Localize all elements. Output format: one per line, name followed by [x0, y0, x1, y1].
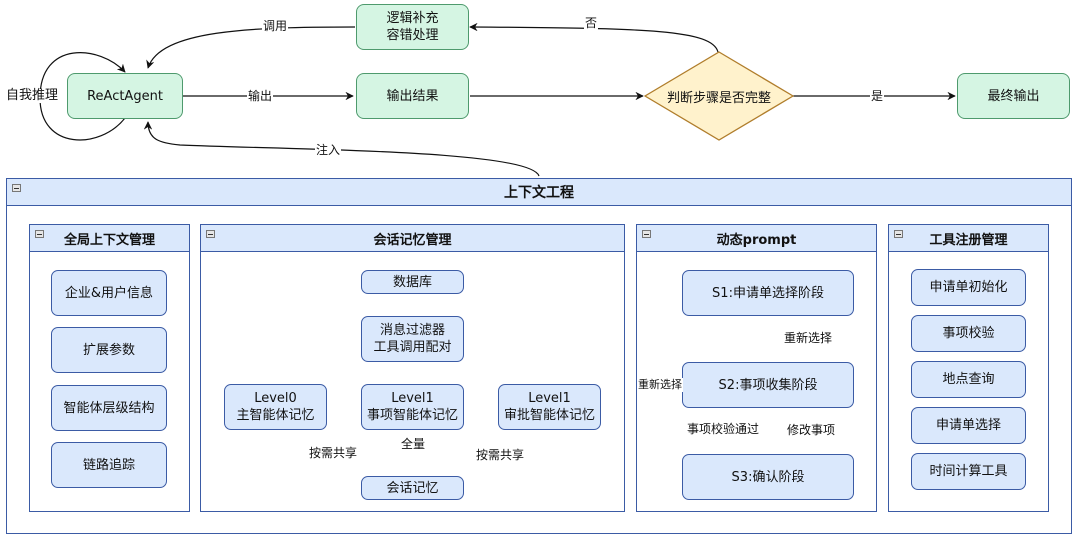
level1-item-node[interactable]: Level1 事项智能体记忆 [361, 384, 464, 430]
react-agent-node[interactable]: ReActAgent [67, 73, 183, 119]
s1-label: S1:申请单选择阶段 [712, 285, 824, 301]
context-engineering-header: 上下文工程 [7, 179, 1071, 206]
global-item[interactable]: 企业&用户信息 [51, 270, 167, 316]
decision-diamond[interactable] [644, 51, 794, 141]
dynamic-prompt-header: 动态prompt [637, 225, 876, 252]
no-label: 否 [584, 16, 599, 30]
verified-label: 事项校验通过 [686, 422, 761, 436]
collapse-icon[interactable] [35, 230, 44, 238]
tool-item[interactable]: 时间计算工具 [911, 453, 1026, 490]
tool-registry-title: 工具注册管理 [929, 232, 1008, 248]
yes-label: 是 [870, 89, 885, 103]
tool-item[interactable]: 地点查询 [911, 361, 1026, 398]
tool-item-label: 地点查询 [942, 372, 995, 387]
reselect-right-label: 重新选择 [783, 331, 834, 345]
reselect-left-label: 重新选择 [637, 378, 683, 392]
output-edge-label: 输出 [247, 89, 274, 103]
filter-label: 消息过滤器 工具调用配对 [373, 323, 452, 355]
inject-edge [143, 121, 540, 177]
tool-item[interactable]: 申请单初始化 [911, 269, 1026, 306]
decision-label: 判断步骤是否完整 [666, 90, 771, 106]
filter-node[interactable]: 消息过滤器 工具调用配对 [361, 316, 464, 362]
collapse-icon[interactable] [642, 230, 651, 238]
invoke-edge [146, 26, 356, 69]
fallback-node[interactable]: 逻辑补充 容错处理 [356, 4, 469, 50]
session-memory-header: 会话记忆管理 [201, 225, 624, 252]
global-item-label: 链路追踪 [82, 457, 135, 473]
tool-item-label: 申请单初始化 [929, 280, 1008, 295]
global-item-label: 企业&用户信息 [64, 285, 154, 301]
inject-label: 注入 [315, 143, 342, 157]
s3-node[interactable]: S3:确认阶段 [682, 454, 854, 500]
session-memory-title: 会话记忆管理 [373, 232, 452, 248]
level0-label: Level0 主智能体记忆 [236, 391, 315, 423]
global-item[interactable]: 扩展参数 [51, 327, 167, 373]
global-context-header: 全局上下文管理 [30, 225, 189, 252]
share-left-label: 按需共享 [308, 446, 359, 460]
self-loop-label: 自我推理 [5, 88, 60, 103]
fallback-label: 逻辑补充 容错处理 [386, 11, 439, 43]
level1-approval-node[interactable]: Level1 审批智能体记忆 [498, 384, 601, 430]
context-engineering-title: 上下文工程 [504, 185, 574, 201]
output-result-label: 输出结果 [386, 88, 439, 104]
full-label: 全量 [400, 437, 427, 451]
output-result-node[interactable]: 输出结果 [356, 73, 469, 119]
share-right-label: 按需共享 [475, 448, 526, 462]
s1-node[interactable]: S1:申请单选择阶段 [682, 270, 854, 316]
session-memory-node[interactable]: 会话记忆 [361, 476, 464, 500]
database-label: 数据库 [392, 274, 432, 290]
s2-node[interactable]: S2:事项收集阶段 [682, 362, 854, 408]
tool-item-label: 事项校验 [942, 326, 995, 341]
level0-node[interactable]: Level0 主智能体记忆 [224, 384, 327, 430]
final-output-node[interactable]: 最终输出 [957, 73, 1070, 119]
no-edge [469, 22, 719, 53]
tool-item[interactable]: 申请单选择 [911, 407, 1026, 444]
s3-label: S3:确认阶段 [731, 469, 805, 485]
global-item[interactable]: 智能体层级结构 [51, 385, 167, 431]
database-node[interactable]: 数据库 [361, 270, 464, 294]
dynamic-prompt-title: 动态prompt [716, 232, 797, 248]
tool-item[interactable]: 事项校验 [911, 315, 1026, 352]
level1-approval-label: Level1 审批智能体记忆 [503, 391, 595, 423]
s2-label: S2:事项收集阶段 [718, 377, 818, 393]
dynamic-prompt-panel: 动态prompt [636, 224, 877, 512]
global-context-title: 全局上下文管理 [63, 232, 155, 248]
global-item-label: 智能体层级结构 [63, 400, 155, 416]
collapse-icon[interactable] [894, 230, 903, 238]
level1-item-label: Level1 事项智能体记忆 [366, 391, 458, 423]
invoke-label: 调用 [262, 19, 289, 33]
tool-item-label: 时间计算工具 [929, 464, 1008, 479]
tool-registry-header: 工具注册管理 [889, 225, 1048, 252]
session-memory-panel: 会话记忆管理 [200, 224, 625, 512]
global-item[interactable]: 链路追踪 [51, 442, 167, 488]
collapse-icon[interactable] [206, 230, 215, 238]
collapse-icon[interactable] [12, 184, 21, 192]
modify-label: 修改事项 [786, 423, 837, 437]
global-item-label: 扩展参数 [82, 342, 135, 358]
tool-item-label: 申请单选择 [935, 418, 1001, 433]
session-memory-label: 会话记忆 [386, 480, 439, 496]
react-agent-label: ReActAgent [87, 88, 163, 104]
final-output-label: 最终输出 [987, 88, 1040, 104]
